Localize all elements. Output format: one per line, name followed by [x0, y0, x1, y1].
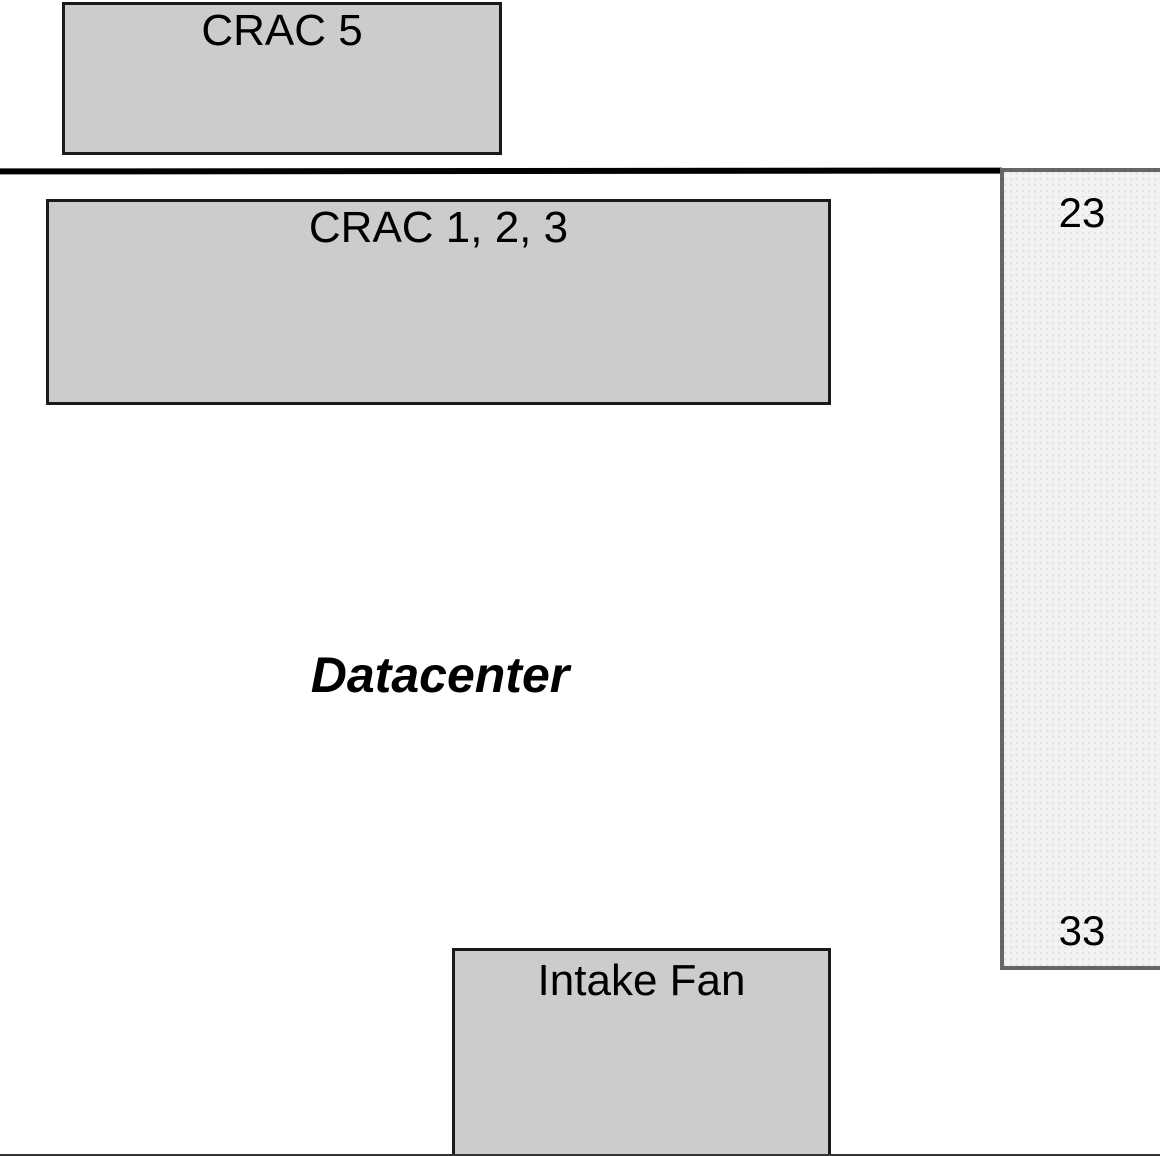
rack-column-bottom-label: 33: [1058, 907, 1106, 954]
crac-5-label: CRAC 5: [201, 6, 363, 55]
crac-1-2-3-label: CRAC 1, 2, 3: [308, 203, 569, 252]
rack-column: 23 33: [1000, 168, 1160, 970]
intake-fan-label: Intake Fan: [537, 956, 746, 1005]
intake-fan-unit: Intake Fan: [452, 948, 831, 1156]
wall-line: [0, 167, 1003, 175]
bottom-edge-line: [0, 1154, 1160, 1156]
room-label: Datacenter: [310, 647, 570, 703]
crac-5-unit: CRAC 5: [62, 2, 502, 155]
crac-1-2-3-unit: CRAC 1, 2, 3: [46, 199, 831, 405]
rack-column-top-label: 23: [1058, 189, 1106, 236]
